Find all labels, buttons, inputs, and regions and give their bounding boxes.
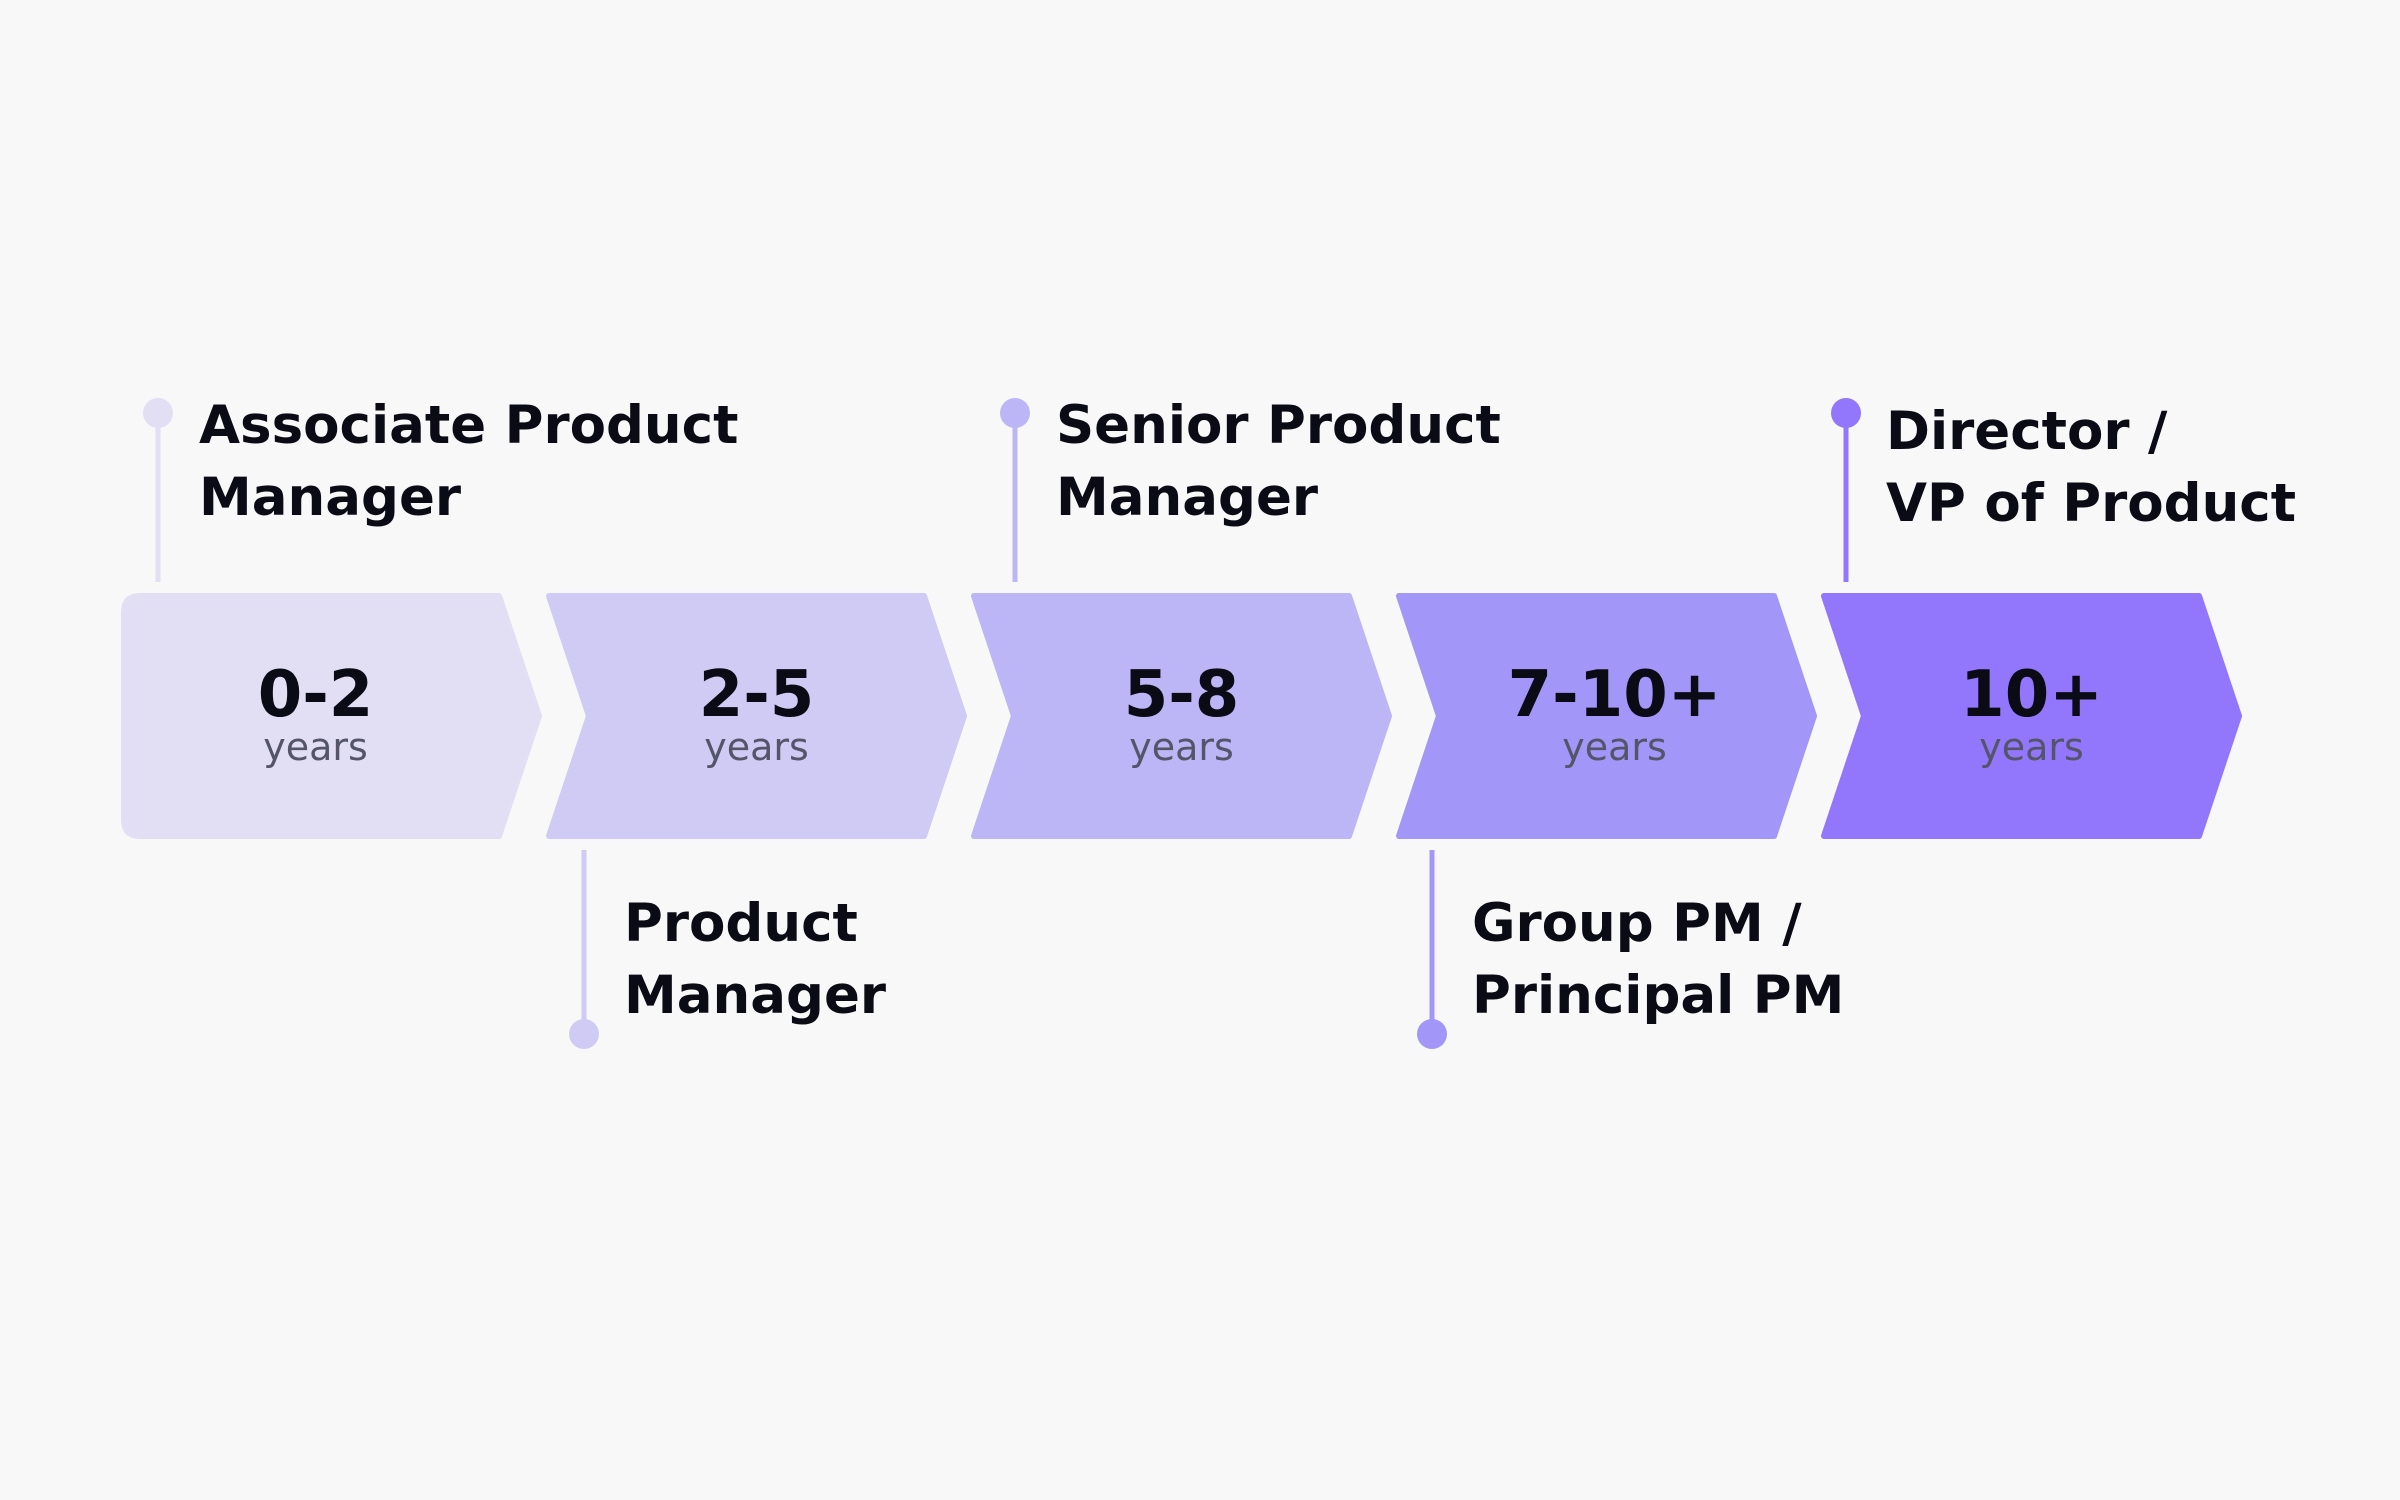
role-label-product-manager: Product Manager xyxy=(624,893,887,1026)
role-connector-associate-product-manager xyxy=(143,398,173,582)
role-connector-senior-product-manager xyxy=(1000,398,1030,582)
stage-range-label: 5-8 xyxy=(1124,658,1240,732)
role-label-senior-pm: Senior Product Manager xyxy=(1056,395,1501,528)
stage-unit-label: years xyxy=(1129,725,1234,769)
stage-chevron xyxy=(546,593,967,839)
role-label-associate-pm: Associate Product Manager xyxy=(199,395,739,528)
stage-chevron xyxy=(1821,593,2242,839)
stage-segment-10: 10+years xyxy=(1821,593,2242,839)
stage-unit-label: years xyxy=(1979,725,2084,769)
stage-unit-label: years xyxy=(263,725,368,769)
stage-chevron xyxy=(121,593,542,839)
stage-unit-label: years xyxy=(1562,725,1667,769)
connector-dot xyxy=(569,1019,599,1049)
role-label-group-pm: Group PM / Principal PM xyxy=(1472,893,1845,1026)
role-connectors xyxy=(143,398,1861,1049)
stage-chevron xyxy=(971,593,1392,839)
stage-range-label: 7-10+ xyxy=(1508,658,1722,732)
stage-unit-label: years xyxy=(704,725,809,769)
stage-chevron xyxy=(1396,593,1817,839)
connector-dot xyxy=(1417,1019,1447,1049)
connector-dot xyxy=(1000,398,1030,428)
stage-range-label: 2-5 xyxy=(699,658,815,732)
connector-dot xyxy=(143,398,173,428)
role-connector-group-pm-principal-pm xyxy=(1417,850,1447,1049)
stage-range-label: 0-2 xyxy=(258,658,374,732)
role-connector-product-manager xyxy=(569,850,599,1049)
stage-range-label: 10+ xyxy=(1960,658,2103,732)
stage-segment-7-10: 7-10+years xyxy=(1396,593,1817,839)
role-connector-director-vp-of-product xyxy=(1831,398,1861,582)
connector-dot xyxy=(1831,398,1861,428)
stage-segments: 0-2years2-5years5-8years7-10+years10+yea… xyxy=(121,593,2242,839)
role-label-director-vp: Director / VP of Product xyxy=(1886,401,2297,534)
